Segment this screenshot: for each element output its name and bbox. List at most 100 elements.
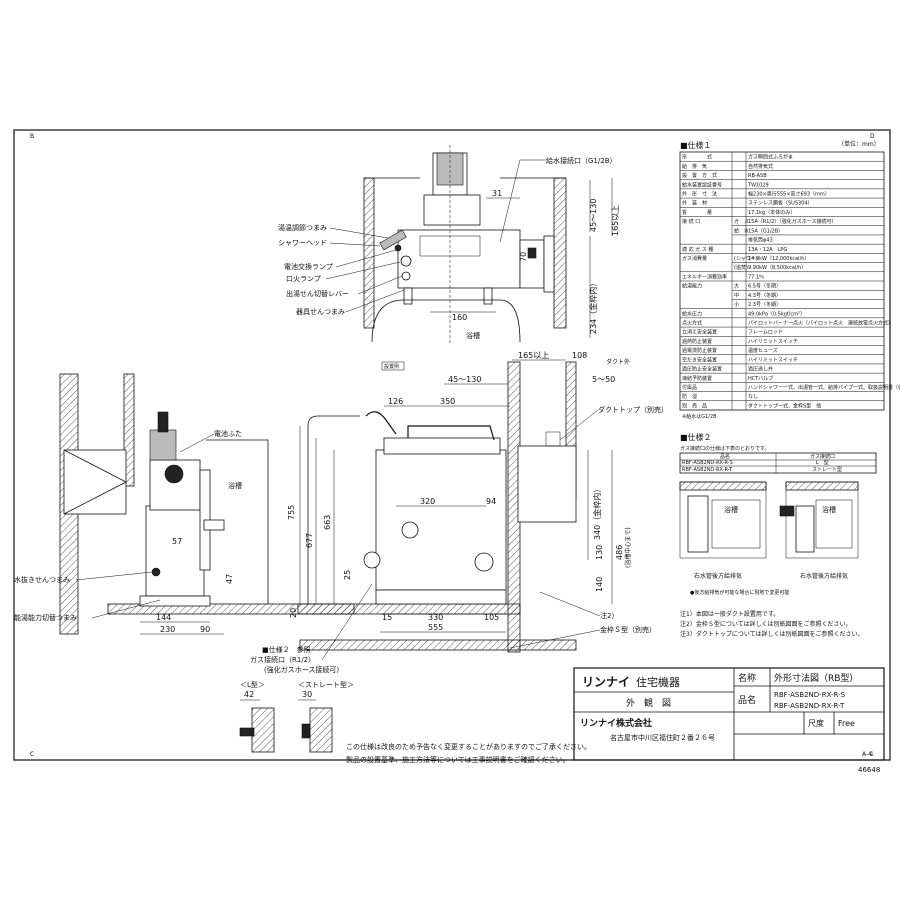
corner-mark: 1 bbox=[870, 751, 874, 758]
callout-capacity-knob: 能湯能力切替つまみ bbox=[14, 613, 77, 622]
spec1-label: 給湯能力 bbox=[682, 283, 702, 290]
dim-15: 15 bbox=[382, 613, 392, 622]
dim-677: 677 bbox=[305, 533, 314, 548]
spec1-value: なし bbox=[748, 393, 758, 400]
disclaimer-line: 製品の設置基準、施工方法等については工事説明書をご確認ください。 bbox=[346, 755, 570, 764]
bathtub-label: 浴槽 bbox=[228, 481, 242, 490]
gas-inlet-label: ガス接続口（R1/2） bbox=[250, 655, 315, 664]
spec1-label: ガス消費量 bbox=[682, 255, 707, 262]
note-line: 注3）ダクトトップについては詳しくは別紙図面をご参照ください。 bbox=[680, 630, 864, 638]
spec1-value: 15A（G1/2B） bbox=[748, 228, 783, 234]
bathtub-outline bbox=[371, 299, 521, 343]
dim-230: 230 bbox=[160, 625, 175, 634]
spec1-value: 17.1kg（本体のみ） bbox=[748, 209, 795, 216]
spec1-label: 給 排 気 bbox=[682, 163, 707, 170]
duct-top bbox=[517, 445, 577, 523]
side-view: 浴槽 電池ふた 水抜きせんつまみ 能湯能力切替つまみ 57 47 144 230… bbox=[14, 373, 355, 635]
spec1-label: 点火方式 bbox=[682, 319, 702, 326]
name-value: 外形寸法図（RB型） bbox=[774, 672, 858, 684]
spec1-label: 付属品 bbox=[682, 384, 697, 391]
spec1-sublabel: 小 bbox=[734, 301, 739, 308]
dim-330: 330 bbox=[428, 613, 443, 622]
bathtub-label: 浴槽 bbox=[466, 331, 480, 340]
spec1-value: ステンレス鋼板（SUS304） bbox=[748, 200, 813, 207]
note2-label: 注2） bbox=[600, 611, 618, 620]
drawing-border bbox=[13, 129, 891, 761]
dim-108: 108 bbox=[572, 351, 587, 360]
spec1-label: 過電流防止装置 bbox=[682, 347, 717, 354]
spec1-sublabel: 給 水 bbox=[734, 227, 749, 234]
spec1-label: 過熱防止装置 bbox=[682, 338, 712, 345]
disclaimer-line: この仕様は改良のため予告なく変更することがありますのでご了承ください。 bbox=[346, 742, 591, 751]
spec1-value: ガス瞬間式ふろがま bbox=[748, 154, 793, 161]
callout-shower-head: シャワーヘッド bbox=[278, 239, 327, 247]
spec1-label: 立消え安全装置 bbox=[682, 329, 717, 336]
spec1-value: 13A・12A LPG bbox=[748, 247, 787, 253]
stall-label-box bbox=[381, 361, 405, 371]
spec1-label: 凍結予防装置 bbox=[682, 375, 712, 382]
dim-47: 47 bbox=[225, 574, 234, 584]
spec1-value: TW1029 bbox=[747, 182, 769, 188]
dim-126: 126 bbox=[388, 397, 403, 406]
spec1-footnote: ※給水はG1/2B bbox=[682, 413, 717, 420]
bathtub-center-label: (浴槽中心まで) bbox=[624, 527, 632, 568]
dim-42: 42 bbox=[244, 690, 254, 699]
install-sketches: 浴槽 右水管後方給排気 浴槽 右水管後方給排気 ●後方給排気が可能な場合に現地で… bbox=[679, 481, 859, 596]
spec1-label: 接 続 口 bbox=[682, 218, 700, 225]
dim-45-130: 45～130 bbox=[448, 375, 481, 384]
spec1-label: 給水装置認証番号 bbox=[682, 181, 722, 188]
dim-70: 70 bbox=[519, 252, 528, 262]
spec1-label: 給水圧力 bbox=[682, 310, 702, 317]
install-left-label: 右水管後方給排気 bbox=[694, 572, 742, 580]
spec1-value: RB-ASB bbox=[748, 173, 767, 179]
l-type-fitting bbox=[251, 707, 275, 753]
spec2-cell: L 型 bbox=[816, 459, 829, 466]
lamp-icon bbox=[394, 244, 402, 252]
callout-drain-knob: 水抜きせんつまみ bbox=[14, 575, 70, 584]
drain-knob-icon bbox=[151, 567, 161, 577]
kanagu-label: 金枠Ｓ型（別売） bbox=[600, 625, 656, 634]
spec1-value: ダクトトップ一式、金枠S型 他 bbox=[748, 402, 821, 409]
heater-body-plan bbox=[397, 229, 521, 289]
shower-hose bbox=[365, 411, 397, 435]
spec1-value: 2.3号（冬期） bbox=[748, 301, 781, 308]
spec1-label: 別 売 品 bbox=[682, 402, 707, 409]
note-line: 注1）本図は一般ダクト設置用です。 bbox=[680, 610, 779, 618]
dim-130: 130 bbox=[595, 545, 604, 560]
dim-94: 94 bbox=[486, 497, 496, 506]
knob-icon bbox=[400, 255, 412, 267]
duct-outer-label: ダクト外 bbox=[606, 358, 630, 366]
company-address: 名古屋市中川区福住町２番２６号 bbox=[610, 733, 715, 742]
spec1-label: 過圧防止安全装置 bbox=[682, 366, 722, 373]
base-hatch bbox=[299, 639, 577, 651]
spec1-value: 幅230×奥行555×高さ693（mm） bbox=[748, 190, 830, 197]
dim-45-130: 45～130 bbox=[589, 199, 598, 232]
dim-555: 555 bbox=[428, 623, 443, 632]
spec1-value: 温度ヒューズ bbox=[748, 347, 778, 354]
spec1-label: エネルギー消費効率 bbox=[682, 273, 727, 280]
dim-350: 350 bbox=[440, 397, 455, 406]
spec2-table: ■仕様２ ガス接続口の仕様は下表のとおりです。 品名 ガス接続口 RBF-ASB… bbox=[679, 432, 877, 474]
spec1-value: ハイリミットスイッチ bbox=[748, 339, 798, 345]
l-type-label: ＜L型＞ bbox=[240, 680, 265, 689]
dim-165: 165以上 bbox=[611, 205, 620, 236]
outlet-icon bbox=[474, 552, 494, 572]
wall-hatch bbox=[123, 373, 135, 487]
corner-mark: C bbox=[30, 751, 34, 758]
spec1-value: 自然排気式 bbox=[748, 163, 773, 170]
top-view: 浴槽 給水接続口（G1/2B） 湯温調節つまみ シャワーヘッド 電池交換ランプ … bbox=[278, 145, 620, 345]
spec1-title: ■仕様１ bbox=[680, 140, 712, 150]
bathtub-outline bbox=[206, 439, 269, 604]
spec1-sublabel: 中 bbox=[734, 292, 739, 299]
stall-label: 設置例 bbox=[384, 363, 399, 370]
callout-ignite-knob: 器具せんつまみ bbox=[296, 308, 345, 316]
straight-type-label: ＜ストレート型＞ bbox=[298, 680, 354, 689]
install-right-label: 右水管後方給排気 bbox=[800, 572, 848, 580]
spec1-sublabel: 大 bbox=[734, 283, 739, 290]
spec1-value: 77.1％ bbox=[748, 274, 764, 280]
duct-top-label: ダクトトップ（別売） bbox=[598, 405, 668, 414]
spec2-cell: RBF-ASB2ND-RX-R-S bbox=[682, 460, 733, 466]
corner-mark: B bbox=[30, 133, 34, 140]
spec1-label: 適 応 ガ ス 種 bbox=[682, 246, 713, 253]
